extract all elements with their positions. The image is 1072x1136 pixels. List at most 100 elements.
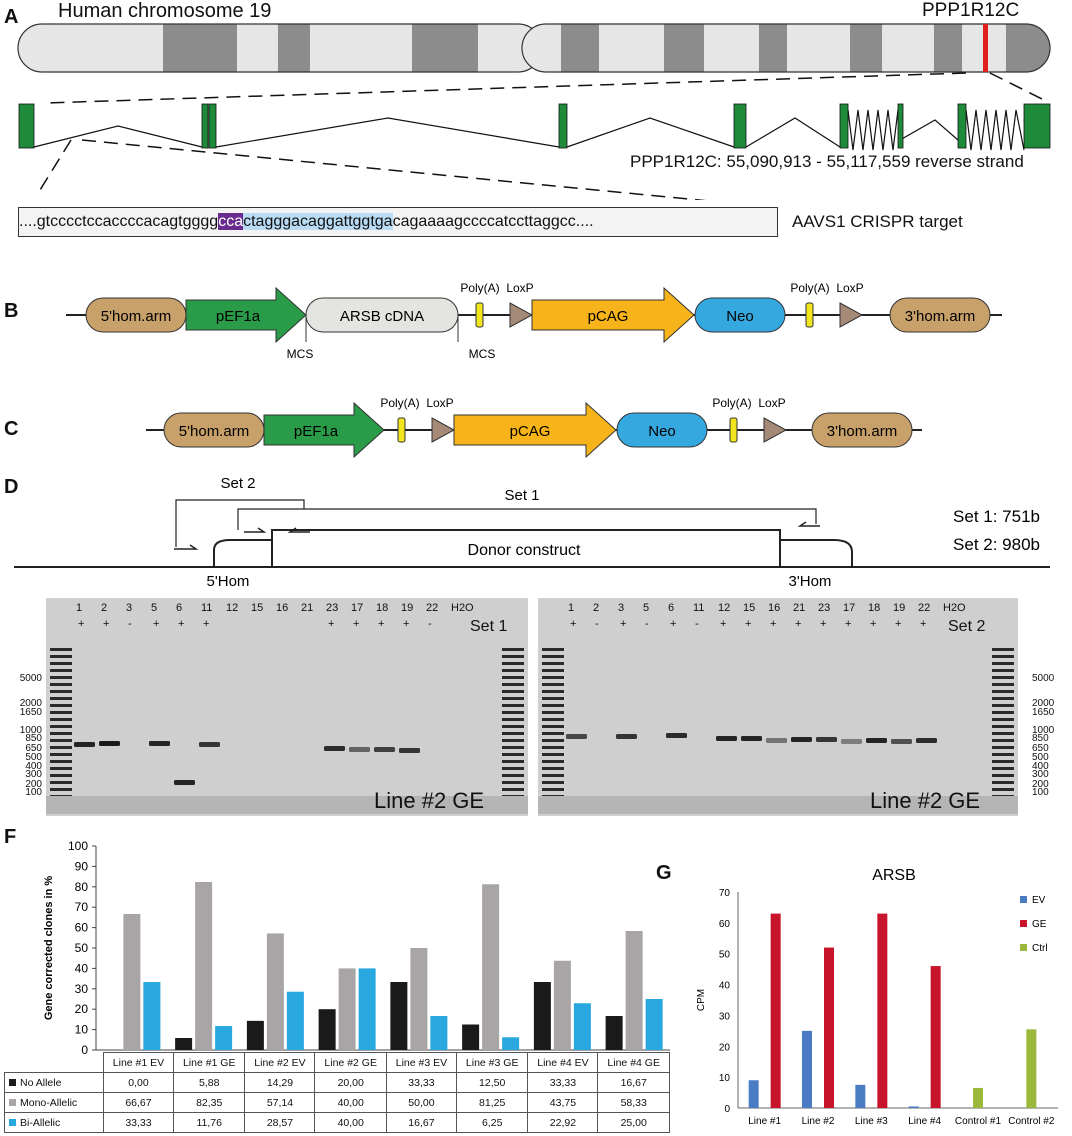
donor-construct-label: Donor construct: [468, 542, 581, 559]
y-tick-label: 10: [719, 1073, 731, 1084]
gel2-ladder-band: [992, 753, 1014, 756]
pcag-promoter-c: pCAG: [510, 423, 551, 440]
gel2-ladder-band: [992, 739, 1014, 742]
table-cell: 16,67: [597, 1072, 670, 1093]
gel2-ladder-label: 1650: [1032, 707, 1055, 718]
legend-entry: No Allele: [4, 1072, 104, 1093]
hom5-arm-b: 5'hom.arm: [101, 308, 171, 325]
table-cell: 6,25: [455, 1112, 529, 1133]
gel1-lane-18: 18: [376, 602, 389, 614]
gel1-lane-16: 16: [276, 602, 289, 614]
bar-ge: [770, 913, 781, 1108]
table-corner: [5, 1053, 104, 1073]
gel2-ladder-band: [542, 648, 564, 651]
legend-swatch: [1020, 920, 1027, 927]
gel2-ladder-label: 400: [1032, 761, 1049, 772]
table-cell: 33,33: [527, 1072, 599, 1093]
gel2-lane-16: 16: [768, 602, 781, 614]
hom5-label-d: 5'Hom: [207, 573, 250, 590]
gel1-lane-sign: +: [178, 618, 185, 630]
bar-no-allele: [462, 1024, 480, 1050]
legend-label: EV: [1032, 895, 1046, 906]
gel1-ladder-band: [50, 690, 72, 693]
bar-no-allele: [605, 1015, 623, 1050]
gel1-ladder-band: [502, 648, 524, 651]
table-cell: 5,88: [172, 1072, 246, 1093]
bar-ev: [855, 1084, 866, 1108]
bar-bi-allelic: [143, 982, 161, 1050]
gel2-ladder-band: [542, 690, 564, 693]
gel2-ladder-band: [992, 697, 1014, 700]
legend-swatch: [9, 1079, 16, 1087]
set2-label: Set 2: [220, 475, 255, 492]
bar-bi-allelic: [286, 991, 304, 1050]
gel2-lane-sign: +: [795, 618, 802, 630]
gel1-lane-11: 11: [201, 602, 213, 614]
bar-bi-allelic: [358, 968, 376, 1050]
bar-no-allele: [533, 982, 551, 1050]
y-axis-label: CPM: [696, 989, 707, 1011]
gel2-lane-labels: 1+2-3+5-6+11-12+15+16+21+23+17+18+19+22+…: [538, 598, 1018, 638]
bar-ev: [908, 1106, 919, 1108]
bar-no-allele: [175, 1038, 193, 1050]
gel2-lane-sign: -: [645, 618, 649, 630]
x-tick-label: Line #4: [908, 1116, 941, 1127]
gel2-ladder-band: [992, 767, 1014, 770]
gel1-lane-sign: +: [328, 618, 335, 630]
table-column-header: Line #3 GE: [455, 1052, 529, 1073]
gel2-lane-sign: +: [920, 618, 927, 630]
pam-sequence: cca: [218, 213, 244, 230]
gel1-lane-sign: +: [403, 618, 410, 630]
y-tick-label: 0: [81, 1043, 88, 1057]
table-cell: 28,57: [244, 1112, 316, 1133]
hom3-label-d: 3'Hom: [789, 573, 832, 590]
gel-image-set2: [538, 598, 1018, 816]
gel2-lane-21: 21: [793, 602, 806, 614]
gel2-lane-11: 11: [693, 602, 705, 614]
gel1-lane-sign: +: [78, 618, 85, 630]
table-cell: 33,33: [103, 1112, 174, 1133]
gel2-lane-23: 23: [818, 602, 831, 614]
gel2-ladder-band: [542, 774, 564, 777]
gel1-ladder-band: [50, 697, 72, 700]
gel1-sample-band: [149, 741, 170, 746]
loxp-2-b: LoxP: [836, 281, 863, 295]
gel2-lane-sign: +: [770, 618, 777, 630]
gel2-ladder-label: 5000: [1032, 673, 1055, 684]
gel1-set-label: Set 1: [470, 618, 508, 635]
gel1-ladder-label: 1650: [19, 707, 42, 718]
gel1-ladder-band: [50, 760, 72, 763]
gel2-ladder-band: [542, 704, 564, 707]
hom3-arm-b: 3'hom.arm: [905, 308, 975, 325]
gel2-ladder-band: [992, 676, 1014, 679]
bar-no-allele: [246, 1020, 264, 1050]
gel1-lane-sign: +: [353, 618, 360, 630]
pcag-promoter-b: pCAG: [588, 308, 629, 325]
table-cell: 50,00: [385, 1092, 457, 1113]
gel1-lane-3: 3: [126, 602, 133, 614]
x-tick-label: Line #1: [748, 1116, 781, 1127]
gel1-ladder-band: [50, 662, 72, 665]
gel1-ladder-band: [502, 760, 524, 763]
gel2-lane-2: 2: [593, 602, 600, 614]
gel2-ladder-band: [542, 676, 564, 679]
bar-mono-allelic: [195, 882, 213, 1050]
y-tick-label: 20: [75, 1002, 89, 1016]
sequence-right: cagaaaagccccatccttaggcc....: [392, 213, 594, 230]
gel1-ladder-band: [502, 781, 524, 784]
table-cell: 57,14: [244, 1092, 316, 1113]
table-cell: 14,29: [244, 1072, 316, 1093]
gel1-ladder-band: [502, 767, 524, 770]
gel1-ladder-band: [50, 753, 72, 756]
chromosome-title: Human chromosome 19: [58, 0, 272, 22]
gel1-ladder-band: [50, 655, 72, 658]
gel1-line-label: Line #2 GE: [374, 788, 485, 813]
chart-title: ARSB: [872, 867, 916, 884]
gel1-sample-band: [174, 780, 195, 785]
construct-b-diagram: 5'hom.arm pEF1a ARSB cDNA Poly(A) LoxP p…: [66, 281, 1002, 361]
gel2-ladder-label: 650: [1032, 743, 1049, 754]
bar-ev: [748, 1080, 759, 1108]
y-tick-label: 60: [719, 919, 731, 930]
gel1-ladder-label: 1000: [19, 725, 42, 736]
